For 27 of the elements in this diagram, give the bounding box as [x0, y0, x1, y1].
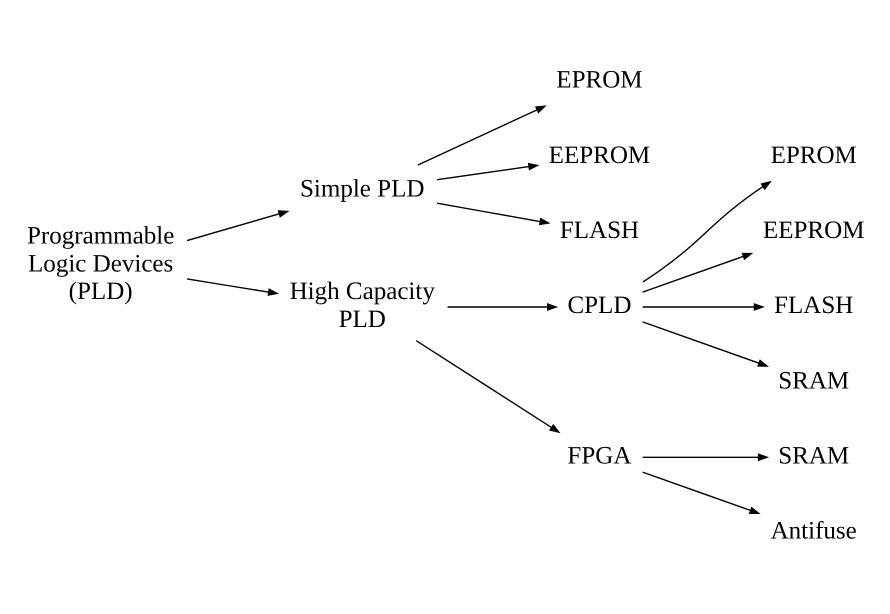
node-text: CPLD — [567, 292, 632, 320]
arrow — [416, 340, 561, 434]
arrow — [187, 278, 280, 296]
arrow — [642, 453, 770, 462]
arrow — [437, 202, 551, 226]
node-text: EEPROM — [548, 142, 650, 169]
node-text: FLASH — [560, 216, 640, 244]
arrow — [418, 105, 547, 166]
arrow — [642, 303, 765, 311]
arrow — [642, 321, 769, 367]
node-text: FPGA — [567, 442, 632, 470]
node-text: High Capacity PLD — [290, 278, 435, 334]
arrow — [642, 471, 761, 514]
node-text: EEPROM — [762, 216, 864, 244]
arrow — [448, 303, 558, 311]
node-text: SRAM — [778, 367, 850, 394]
arrow — [437, 162, 540, 180]
node-text: Simple PLD — [300, 175, 424, 202]
arrow — [186, 210, 290, 242]
node-text: EPROM — [770, 142, 857, 169]
node-text: Antifuse — [770, 518, 857, 545]
node-text: Programmable Logic Devices (PLD) — [26, 222, 174, 306]
node-text: FLASH — [774, 292, 854, 320]
node-text: EPROM — [556, 66, 643, 94]
arrow — [642, 180, 772, 282]
arrow — [642, 252, 754, 293]
node-text: SRAM — [778, 442, 850, 470]
